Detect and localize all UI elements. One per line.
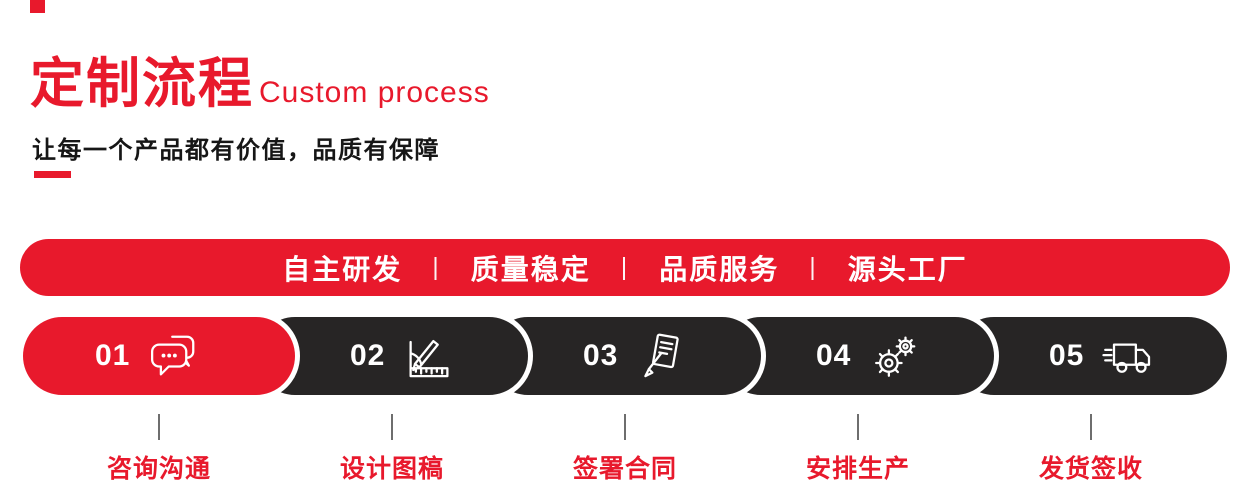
step-number: 05 [1049, 339, 1085, 372]
tick-line [1090, 414, 1092, 440]
accent-dash [34, 171, 71, 178]
feature-item: 源头工厂 [847, 253, 968, 285]
separator: | [432, 253, 441, 281]
feature-banner: 自主研发 | 质量稳定 | 品质服务 | 源头工厂 [20, 239, 1230, 296]
step-label: 发货签收 [1038, 455, 1143, 483]
feature-item: 质量稳定 [470, 253, 591, 285]
ruler-pencil-icon [401, 328, 457, 384]
tick-line [158, 414, 160, 440]
separator: | [809, 253, 818, 281]
chat-bubbles-icon [146, 328, 202, 384]
feature-item: 品质服务 [659, 253, 780, 285]
step-number: 02 [350, 339, 386, 372]
step-pill-5: 05 [950, 312, 1232, 400]
tick-line [857, 414, 859, 440]
section-title-en: Custom process [259, 76, 490, 109]
step-caption-2: 设计图稿 [251, 414, 533, 485]
step-label: 设计图稿 [339, 455, 444, 483]
step-number: 03 [583, 339, 619, 372]
step-caption-3: 签署合同 [484, 414, 766, 485]
tick-line [391, 414, 393, 440]
step-caption-1: 咨询沟通 [18, 414, 300, 485]
top-accent-mark [30, 0, 45, 13]
section-subtitle: 让每一个产品都有价值，品质有保障 [32, 137, 440, 164]
contract-pen-icon [634, 328, 690, 384]
step-label: 安排生产 [805, 455, 910, 483]
step-number: 04 [816, 339, 852, 372]
step-caption-5: 发货签收 [950, 414, 1232, 485]
step-number: 01 [95, 339, 131, 372]
section-header: 定制流程 Custom process [30, 56, 490, 113]
step-label: 签署合同 [572, 455, 677, 483]
tick-line [624, 414, 626, 440]
separator: | [620, 253, 630, 281]
step-caption-4: 安排生产 [717, 414, 999, 485]
delivery-truck-icon [1100, 328, 1156, 384]
gears-icon [867, 328, 923, 384]
section-title-cn: 定制流程 [30, 54, 254, 114]
feature-item: 自主研发 [282, 253, 403, 285]
step-pill-1: 01 [18, 312, 300, 400]
step-label: 咨询沟通 [106, 455, 211, 483]
